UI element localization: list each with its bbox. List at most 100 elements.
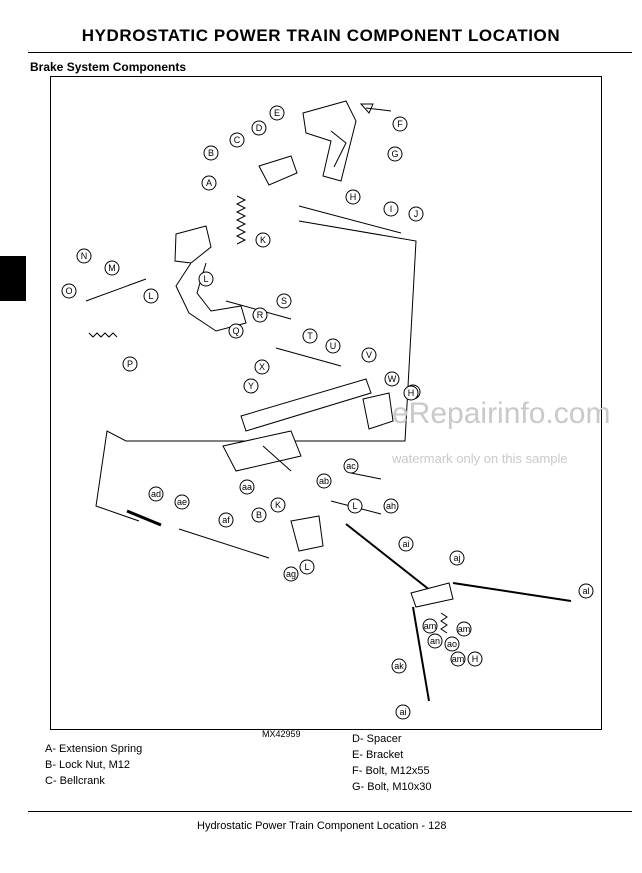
brake-shaft-part	[240, 378, 372, 432]
figure-code: MX42959	[262, 729, 301, 739]
callout-label: J	[414, 209, 419, 219]
callout-bubble	[578, 583, 594, 599]
callout-label: an	[430, 636, 440, 646]
callout-bubble	[251, 507, 267, 523]
callout-bubble	[403, 385, 419, 401]
legend-item: C- Bellcrank	[45, 775, 105, 787]
flange-w-part	[362, 392, 394, 430]
callout-label: T	[307, 331, 313, 341]
callout-bubble	[361, 347, 377, 363]
callout-label: ao	[447, 639, 457, 649]
callout-bubble	[408, 206, 424, 222]
callout-bubble	[302, 328, 318, 344]
callout-label: D	[256, 123, 263, 133]
callout-label: F	[397, 119, 403, 129]
callout-label: K	[275, 500, 281, 510]
callout-label: al	[582, 586, 589, 596]
callout-bubble	[228, 323, 244, 339]
page-footer: Hydrostatic Power Train Component Locati…	[197, 820, 447, 832]
callout-bubble	[201, 175, 217, 191]
header-rule	[28, 52, 632, 53]
callout-label: P	[127, 359, 133, 369]
callout-bubble	[104, 260, 120, 276]
callout-label: L	[148, 291, 153, 301]
legend-item: B- Lock Nut, M12	[45, 759, 130, 771]
callout-bubble	[422, 618, 438, 634]
callout-bubble	[270, 497, 286, 513]
callout-label: M	[108, 263, 116, 273]
callout-label: I	[390, 204, 393, 214]
callout-bubble	[122, 356, 138, 372]
callout-label: X	[259, 362, 265, 372]
callout-bubble	[467, 651, 483, 667]
spring-p-part	[88, 332, 118, 338]
callout-bubble	[61, 283, 77, 299]
watermark-sub: watermark only on this sample	[392, 451, 568, 466]
callout-label: aa	[242, 482, 252, 492]
legend-item: A- Extension Spring	[45, 743, 143, 755]
bracket-part	[302, 100, 357, 182]
callout-bubble	[449, 550, 465, 566]
callout-label: ad	[151, 489, 161, 499]
callout-label: L	[203, 274, 208, 284]
callout-bubble	[198, 271, 214, 287]
callout-label: W	[388, 374, 397, 384]
callout-bubble	[387, 146, 403, 162]
callout-bubble	[254, 359, 270, 375]
callout-label: Q	[232, 326, 239, 336]
callout-label: am	[458, 624, 471, 634]
legend-item: G- Bolt, M10x30	[352, 781, 432, 793]
callout-bubble	[143, 288, 159, 304]
callout-label: B	[208, 148, 214, 158]
callout-bubble	[384, 371, 400, 387]
callout-bubble	[283, 566, 299, 582]
callout-bubble	[255, 232, 271, 248]
callout-bubble	[383, 498, 399, 514]
callout-label: V	[366, 350, 372, 360]
callout-bubble	[383, 201, 399, 217]
callout-label: H	[472, 654, 479, 664]
callout-label: H	[350, 192, 357, 202]
callout-label: G	[391, 149, 398, 159]
callout-label: A	[206, 178, 212, 188]
callout-label: ag	[286, 569, 296, 579]
callout-label: ab	[319, 476, 329, 486]
callout-label: L	[304, 562, 309, 572]
assembly-boundary-line	[95, 220, 417, 522]
callout-bubble	[76, 248, 92, 264]
callout-label: ae	[177, 497, 187, 507]
callout-bubble	[347, 498, 363, 514]
callout-label: K	[260, 235, 266, 245]
callout-bubble	[444, 636, 460, 652]
callout-bubble	[218, 512, 234, 528]
callout-label: H	[408, 388, 415, 398]
page-title: HYDROSTATIC POWER TRAIN COMPONENT LOCATI…	[81, 26, 561, 45]
callout-bubble	[203, 145, 219, 161]
chapter-tab	[0, 256, 26, 301]
callout-bubble	[148, 486, 164, 502]
bolt-f-part	[359, 103, 392, 114]
watermark-main: eRepairinfo.com	[392, 397, 611, 430]
callout-label: af	[222, 515, 230, 525]
bellcrank-part	[258, 155, 298, 186]
callout-label: ai	[402, 539, 409, 549]
callout-bubble	[316, 473, 332, 489]
callout-label: ac	[346, 461, 356, 471]
extension-spring-part	[235, 195, 247, 245]
callout-bubble	[239, 479, 255, 495]
callout-bubble	[269, 105, 285, 121]
callout-label: L	[352, 501, 357, 511]
callout-label: Y	[248, 381, 254, 391]
callout-label: am	[424, 621, 437, 631]
legend-item: F- Bolt, M12x55	[352, 765, 430, 777]
callout-bubble	[251, 120, 267, 136]
brake-lever-part	[410, 582, 454, 608]
callout-bubble	[345, 189, 361, 205]
callout-bubble	[427, 633, 443, 649]
callout-bubble	[229, 132, 245, 148]
callout-label: U	[330, 341, 337, 351]
callout-label: am	[452, 654, 465, 664]
callout-bubble	[398, 536, 414, 552]
callout-label: C	[234, 135, 241, 145]
callout-label: R	[257, 310, 264, 320]
